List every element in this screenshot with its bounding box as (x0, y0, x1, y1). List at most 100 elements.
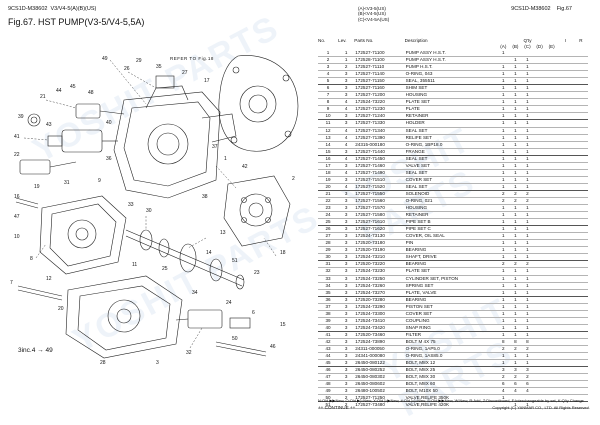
row-no: 32 (318, 267, 339, 276)
row-no: 47 (318, 373, 339, 382)
row-parts-no: 172524-73130 (354, 232, 405, 241)
row-qty-c: 2 (521, 345, 534, 354)
row-qty-e (545, 119, 558, 128)
variant-b: (B)<V4-5(US) (358, 11, 386, 17)
row-qty-e (545, 260, 558, 269)
row-i (557, 204, 574, 213)
row-r (573, 127, 588, 135)
row-r (573, 345, 588, 354)
row-no: 13 (318, 134, 339, 142)
row-description: SNAP RING (404, 324, 498, 332)
row-qty-a: 2 (497, 373, 510, 382)
row-i (557, 105, 574, 114)
row-qty-a: 1 (497, 282, 510, 290)
row-qty-a: 1 (497, 310, 510, 318)
row-i (557, 63, 574, 72)
refer-note: REFER TO Fig.18 (170, 56, 214, 61)
row-qty-d (533, 70, 546, 79)
row-no: 7 (318, 91, 339, 100)
row-lev: 4 (338, 141, 355, 149)
callout: 50 (232, 336, 238, 342)
row-no: 6 (318, 84, 339, 93)
row-i (557, 317, 574, 325)
callout: 42 (242, 164, 248, 170)
row-qty-d (533, 169, 546, 177)
row-description: SOLENOID (404, 190, 498, 198)
row-no: 42 (318, 338, 339, 346)
row-r (573, 359, 588, 368)
row-qty-a: 1 (497, 98, 510, 107)
row-qty-b: 2 (509, 190, 522, 198)
row-lev: 4 (338, 98, 355, 107)
row-r (573, 169, 588, 177)
row-no: 44 (318, 352, 339, 361)
row-no: 40 (318, 324, 339, 332)
col-no: No. (318, 38, 326, 43)
row-lev: 3 (338, 225, 355, 234)
row-qty-c: 1 (521, 303, 534, 311)
row-i (557, 169, 574, 177)
col-variant-b: (B) (512, 44, 519, 49)
row-parts-no: 172527-71490 (354, 169, 405, 177)
col-qty: Q'ty (523, 38, 532, 43)
row-qty-a: 1 (497, 317, 510, 325)
row-qty-a: 4 (497, 387, 510, 396)
row-lev: 3 (338, 246, 355, 255)
row-parts-no: 172527-71460 (354, 162, 405, 170)
col-variant-a: (A) (500, 44, 507, 49)
row-i (557, 310, 574, 318)
row-qty-d (533, 63, 546, 72)
row-no: 33 (318, 275, 339, 283)
row-qty-b: 1 (509, 317, 522, 325)
row-parts-no: 172520-73220 (354, 260, 405, 269)
row-i (557, 91, 574, 100)
row-lev: 3 (338, 148, 355, 156)
row-i (557, 289, 574, 297)
callout: 6 (252, 310, 255, 316)
row-lev: 3 (338, 77, 355, 86)
row-lev: 3 (338, 366, 355, 375)
col-lev: Lev. (338, 38, 347, 43)
callout: 12 (46, 276, 52, 282)
row-qty-d (533, 162, 546, 170)
row-qty-a: 1 (497, 211, 510, 220)
row-i (557, 246, 574, 255)
row-description: PISTON SET (404, 303, 498, 311)
callout: 34 (192, 290, 198, 296)
row-description: COUPLING (404, 317, 498, 325)
row-i (557, 303, 574, 311)
row-qty-c: 1 (521, 232, 534, 241)
row-i (557, 50, 574, 58)
row-r (573, 211, 588, 220)
row-parts-no: 172520-73460 (354, 331, 405, 339)
row-r (573, 162, 588, 170)
row-i (557, 232, 574, 241)
row-lev: 3 (338, 91, 355, 100)
row-description: BEARING (404, 296, 498, 304)
row-i (557, 338, 574, 346)
row-description: BOLT, M8X 60 (404, 380, 498, 389)
row-qty-e (545, 324, 558, 332)
row-description: O-RING, 043 (404, 70, 498, 79)
callout: 3 (156, 360, 159, 366)
row-qty-c: 1 (521, 218, 534, 227)
row-qty-a: 1 (497, 105, 510, 114)
row-qty-c: 1 (521, 134, 534, 142)
row-qty-d (533, 134, 546, 142)
row-no: 10 (318, 112, 339, 121)
row-no: 31 (318, 260, 339, 269)
row-qty-d (533, 204, 546, 213)
callout: 43 (46, 122, 52, 128)
row-qty-d (533, 401, 546, 410)
row-qty-b: 1 (509, 112, 522, 121)
row-qty-e (545, 211, 558, 220)
row-r (573, 373, 588, 382)
row-qty-a: 1 (497, 91, 510, 100)
row-qty-e (545, 331, 558, 339)
row-lev: 1 (338, 56, 355, 65)
